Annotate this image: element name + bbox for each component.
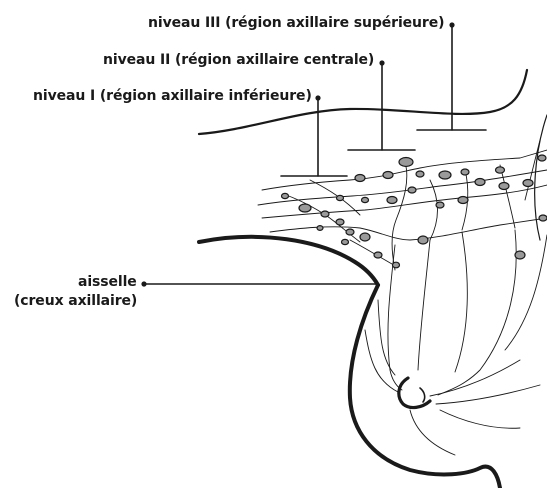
leader-lines	[141, 22, 486, 286]
lymph-nodes	[282, 155, 547, 268]
breast-contour	[350, 285, 500, 488]
arm-contour	[199, 237, 378, 285]
shoulder-contour	[199, 70, 527, 134]
nipple	[399, 378, 430, 408]
